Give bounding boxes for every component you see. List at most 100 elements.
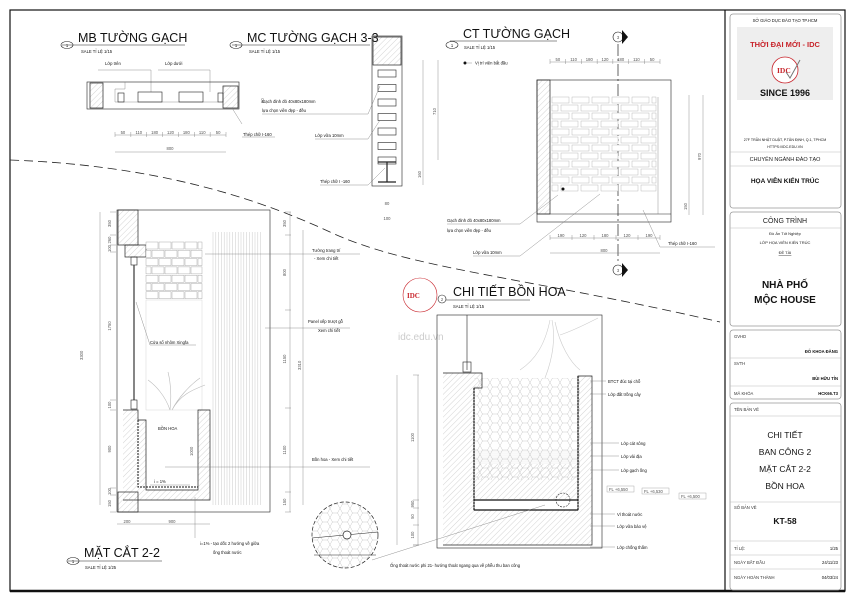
deco-wall-label: Tường trang trí: [312, 248, 341, 253]
layer-label: Lớp vải địa: [621, 454, 642, 459]
drawing-name-2: BAN CÔNG 2: [759, 447, 812, 457]
level-tag: FL +6,550: [609, 487, 628, 492]
mc-wall-section: 1 MC TƯỜNG GẠCH 3-3 SALE TỈ LỆ 1/15 Gạch…: [229, 30, 439, 221]
ct-top-dim: 110: [633, 57, 640, 62]
planter-detail: IDC 2 CHI TIẾT BỒN HOA SALE TỈ LỆ 1/15 i…: [371, 0, 707, 568]
layer-label: Vỉ thoát nước: [617, 512, 642, 517]
inner-dim: 1000: [189, 446, 194, 456]
mc-brick-note: lựa chọn viên đẹp - đều: [262, 108, 307, 113]
brick: [377, 142, 397, 150]
brick: [377, 98, 397, 107]
layer-label: Lớp vữa bảo vệ: [617, 524, 647, 529]
website: HTTPS://IDC.EDU.VN: [767, 145, 803, 149]
section-scale: SALE TỈ LỆ 1/25: [85, 565, 117, 570]
right-dim: 800: [282, 268, 287, 276]
mc-scale: SALE TỈ LỆ 1/15: [249, 49, 281, 54]
title-block: SỞ GIÁO DỤC ĐÀO TẠO TP.HCM THỜI ĐẠI MỚI …: [729, 13, 842, 591]
mb-dim: 50: [121, 130, 126, 135]
ct-bottom-dim: 190: [646, 233, 654, 238]
ct-wall-elevation: 1 CT TƯỜNG GẠCH SALE TỈ LỆ 1/15 Vị trí v…: [445, 26, 715, 277]
ct-title: CT TƯỜNG GẠCH: [463, 26, 570, 41]
panel-label: Panel xếp trượt gỗ: [308, 319, 344, 324]
brand-name: THỜI ĐẠI MỚI - IDC: [750, 40, 820, 49]
right-dim: 350: [282, 219, 287, 227]
sheet-label: SỐ BẢN VẼ: [734, 505, 757, 510]
section-title: MẶT CẮT 2-2: [84, 545, 160, 560]
mb-top-label: Lớp trên: [105, 61, 121, 66]
mb-dim: 110: [199, 130, 206, 135]
drawing-name-4: BỒN HOA: [765, 480, 805, 491]
right-dim: 1100: [282, 445, 287, 455]
mb-dim: 180: [151, 130, 159, 135]
topic-label: ĐỀ TÀI: [779, 250, 792, 255]
detail-dim: 950: [410, 500, 415, 508]
layer-label: BTCT đúc tại chỗ: [608, 379, 641, 384]
ct-scale: SALE TỈ LỆ 1/15: [464, 45, 496, 50]
section-2-2: Cửa sổ nhôm Xingfa BỒN HOA i = 1% Tường …: [66, 209, 370, 570]
ct-bottom-dim: 190: [558, 233, 566, 238]
deco-wall-ref: - Xem chi tiết: [314, 256, 339, 261]
detail-dim: 150: [411, 0, 419, 1]
ct-mortar-label: Lớp vữa 10mm: [473, 250, 502, 255]
detail-dim: 1100: [410, 432, 415, 442]
left-total-dim: 3300: [79, 350, 84, 360]
ct-top-dim: 50: [650, 57, 655, 62]
detail-number: 2: [441, 297, 444, 302]
layer-label: Lớp gạch ống: [621, 468, 647, 473]
ct-brick-note: lựa chọn viên đẹp - đều: [447, 228, 492, 233]
left-dim: 1750: [107, 321, 112, 331]
brick: [377, 84, 397, 92]
ct-marker-bottom: 3: [617, 268, 620, 273]
mb-wall-plan: 1 MB TƯỜNG GẠCH SALE TỈ LỆ 1/15 Lớp trên…: [60, 30, 275, 153]
planter-label: BỒN HOA: [158, 426, 178, 431]
class-name: LỚP HỌA VIÊN KIẾN TRÚC: [760, 240, 811, 245]
panel-ref: Xem chi tiết: [318, 328, 341, 333]
ct-top-dim: 180: [617, 57, 625, 62]
start-date-label: NGÀY BẮT ĐẦU: [734, 560, 765, 565]
mc-title: MC TƯỜNG GẠCH 3-3: [247, 30, 379, 45]
mb-dim: 180: [183, 130, 191, 135]
brick: [377, 113, 397, 121]
ct-top-dim: 50: [556, 57, 561, 62]
scale-value: 1/25: [830, 546, 839, 551]
detail-scale: SALE TỈ LỆ 1/15: [453, 304, 485, 309]
ct-height-dim: 970: [697, 152, 702, 160]
detail-title: CHI TIẾT BỒN HOA: [453, 284, 566, 299]
gvhd-name: ĐỖ KHOA ĐĂNG: [805, 349, 838, 354]
mb-total-dim: 800: [167, 146, 175, 151]
ct-brick-label: Gạch đinh đỏ 40x80x180mm: [447, 218, 501, 223]
slope-note-2: ống thoát nước: [213, 550, 242, 555]
right-dim: 1150: [282, 354, 287, 364]
drawing-name-1: CHI TIẾT: [767, 430, 802, 440]
left-dim: 100: [107, 487, 112, 495]
left-dim: 150: [107, 499, 112, 507]
sheet-number: KT-58: [773, 516, 796, 526]
idc-logo-icon: [402, 277, 438, 313]
pipe-detail-circle: [311, 501, 379, 569]
right-dim: 150: [282, 498, 287, 506]
pipe-note: Ống thoát nước phi 21- hướng thoát ngang…: [390, 563, 521, 568]
detail-dim: 100: [410, 531, 415, 539]
ct-bottom-dim: 120: [624, 233, 632, 238]
left-dim: 100: [107, 401, 112, 409]
mb-bottom-label: Lớp dưới: [165, 61, 182, 66]
ct-bottom-dim: 180: [602, 233, 610, 238]
start-date: 24/11/23: [822, 560, 839, 565]
project-type: Đồ Án Tốt Nghiệp: [769, 231, 801, 236]
mc-height-dim: 710: [432, 107, 437, 115]
ct-steel-label: Thép chữ I-160: [668, 241, 697, 246]
logo-text: IDC: [777, 66, 791, 75]
since-year: SINCE 1996: [760, 88, 810, 98]
level-tag: FL +6,530: [644, 489, 663, 494]
mc-mortar-label: Lớp vữa 10mm: [315, 133, 344, 138]
project-name-1: NHÀ PHỐ: [762, 277, 808, 291]
mb-side-dim: 50: [260, 98, 265, 103]
ct-number: 1: [451, 43, 454, 48]
brick: [377, 127, 397, 136]
mc-brick-label: Gạch đinh đỏ 40x80x180mm: [262, 99, 316, 104]
mc-width-dim: 80: [385, 201, 390, 206]
svth-label: SVTH: [734, 361, 745, 366]
project-label: CÔNG TRÌNH: [763, 216, 807, 225]
course-label: MÃ KHÓA: [734, 391, 754, 396]
ct-bottom-height-dim: 150: [683, 202, 688, 210]
